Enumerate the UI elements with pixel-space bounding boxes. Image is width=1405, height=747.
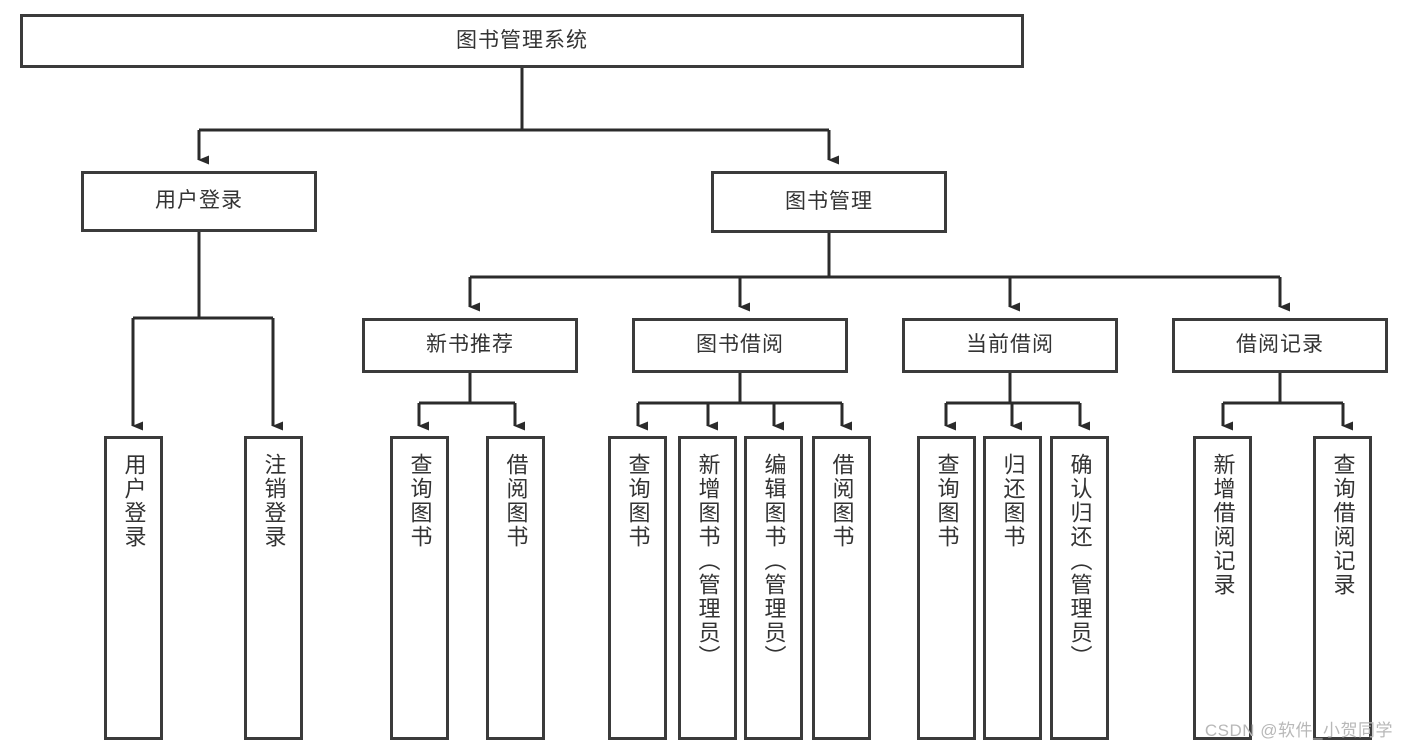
node-leaf-borrow-book-recommend[interactable]: 借阅图书: [486, 436, 545, 740]
node-label: 查询图书: [934, 453, 960, 549]
node-label: 图书管理系统: [456, 28, 588, 52]
node-label: 借阅记录: [1236, 333, 1324, 357]
node-borrow-records[interactable]: 借阅记录: [1172, 318, 1388, 373]
node-leaf-edit-book-admin[interactable]: 编辑图书（管理员）: [744, 436, 803, 740]
node-leaf-query-book-recommend[interactable]: 查询图书: [390, 436, 449, 740]
node-leaf-borrow-book[interactable]: 借阅图书: [812, 436, 871, 740]
node-leaf-add-book-admin[interactable]: 新增图书（管理员）: [678, 436, 737, 740]
node-leaf-query-borrow-record[interactable]: 查询借阅记录: [1313, 436, 1372, 740]
node-label: 借阅图书: [503, 453, 529, 549]
node-user-login[interactable]: 用户登录: [81, 171, 317, 232]
watermark-csdn: CSDN @软件_小贺同学: [1204, 721, 1393, 740]
node-label: 图书借阅: [696, 333, 784, 357]
node-book-borrow[interactable]: 图书借阅: [632, 318, 848, 373]
node-root-book-management-system[interactable]: 图书管理系统: [20, 14, 1024, 68]
node-label: 用户登录: [121, 453, 147, 549]
node-label: 当前借阅: [966, 333, 1054, 357]
node-label: 查询借阅记录: [1330, 453, 1356, 597]
node-leaf-add-borrow-record[interactable]: 新增借阅记录: [1193, 436, 1252, 740]
node-leaf-user-login[interactable]: 用户登录: [104, 436, 163, 740]
node-label: 用户登录: [155, 189, 243, 213]
node-label: 查询图书: [625, 453, 651, 549]
node-label: 新增图书（管理员）: [695, 453, 721, 669]
node-label: 确认归还（管理员）: [1067, 453, 1093, 669]
node-leaf-query-book-current[interactable]: 查询图书: [917, 436, 976, 740]
node-label: 编辑图书（管理员）: [761, 453, 787, 669]
node-new-book-recommend[interactable]: 新书推荐: [362, 318, 578, 373]
node-label: 注销登录: [261, 453, 287, 549]
node-label: 图书管理: [785, 189, 873, 213]
node-leaf-confirm-return-admin[interactable]: 确认归还（管理员）: [1050, 436, 1109, 740]
node-leaf-logout[interactable]: 注销登录: [244, 436, 303, 740]
node-label: 借阅图书: [829, 453, 855, 549]
node-current-borrow[interactable]: 当前借阅: [902, 318, 1118, 373]
node-label: 新增借阅记录: [1210, 453, 1236, 597]
node-leaf-return-book[interactable]: 归还图书: [983, 436, 1042, 740]
node-label: 归还图书: [1000, 453, 1026, 549]
node-book-management[interactable]: 图书管理: [711, 171, 947, 233]
node-label: 新书推荐: [426, 333, 514, 357]
node-label: 查询图书: [407, 453, 433, 549]
node-leaf-query-book-borrow[interactable]: 查询图书: [608, 436, 667, 740]
